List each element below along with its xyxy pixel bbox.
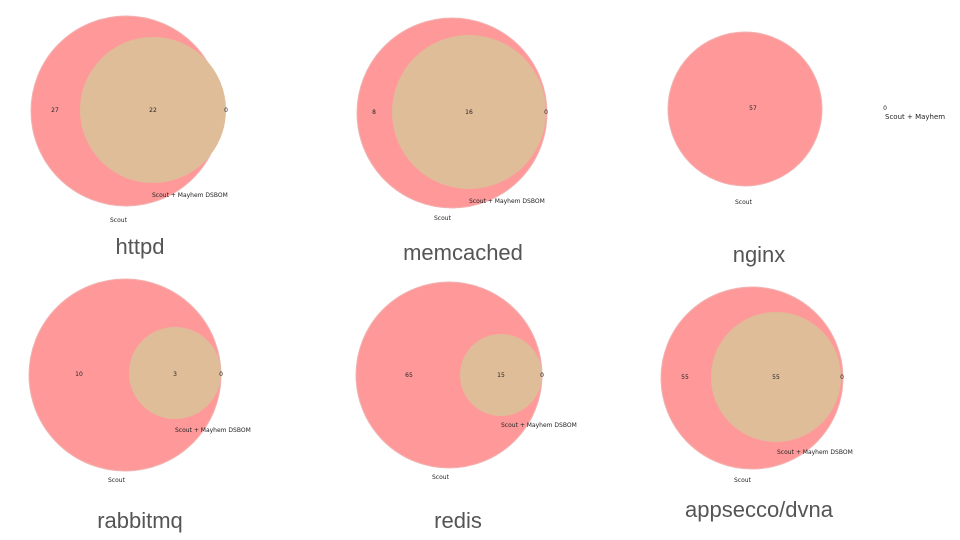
only-a-count: 10 — [75, 371, 83, 378]
overlap-circle — [129, 327, 221, 419]
set-a-label: Scout — [735, 199, 753, 206]
only-a-count: 65 — [405, 372, 413, 379]
only-b-count: 0 — [544, 109, 548, 116]
overlap-circle — [460, 334, 542, 416]
panel-title-rabbitmq: rabbitmq — [97, 508, 183, 533]
only-a-count: 8 — [372, 109, 376, 116]
venn-panel-rabbitmq: 10 3 0 Scout + Mayhem DSBOM Scout — [28, 278, 251, 484]
set-a-circle — [667, 31, 823, 187]
only-b-count: 0 — [883, 105, 887, 112]
only-b-count: 0 — [224, 107, 228, 114]
set-b-label: Scout + Mayhem DSBOM — [469, 198, 545, 205]
venn-panel-redis: 65 15 0 Scout + Mayhem DSBOM Scout — [355, 281, 577, 481]
only-a-count: 27 — [51, 107, 59, 114]
overlap-circle — [711, 312, 841, 442]
panel-title-redis: redis — [434, 508, 482, 533]
set-a-label: Scout — [432, 474, 450, 481]
set-a-label: Scout — [434, 215, 452, 222]
overlap-circle — [80, 37, 226, 183]
set-b-label: Scout + Mayhem DSBOM — [777, 449, 853, 456]
venn-panel-memcached: 8 16 0 Scout + Mayhem DSBOM Scout — [356, 17, 548, 222]
only-b-count: 0 — [540, 372, 544, 379]
venn-panel-httpd: 27 22 0 Scout + Mayhem DSBOM Scout — [30, 15, 228, 224]
overlap-count: 16 — [465, 109, 473, 116]
set-b-label: Scout + Mayhem — [885, 113, 945, 121]
venn-panel-appsecco-dvna: 55 55 0 Scout + Mayhem DSBOM Scout — [660, 286, 853, 484]
set-b-label: Scout + Mayhem DSBOM — [152, 192, 228, 199]
set-a-circle — [28, 278, 222, 472]
only-a-count: 55 — [681, 374, 689, 381]
panel-title-appsecco-dvna: appsecco/dvna — [685, 497, 833, 522]
panel-title-memcached: memcached — [403, 240, 523, 265]
panel-title-httpd: httpd — [115, 234, 165, 259]
overlap-count: 22 — [149, 107, 157, 114]
overlap-count: 3 — [173, 371, 177, 378]
set-b-label: Scout + Mayhem DSBOM — [501, 422, 577, 429]
only-b-count: 0 — [840, 374, 844, 381]
venn-panel-nginx: 57 0 Scout + Mayhem Scout — [667, 31, 945, 206]
only-b-count: 0 — [219, 371, 223, 378]
only-a-count: 57 — [749, 105, 757, 112]
overlap-count: 55 — [772, 374, 780, 381]
panel-title-nginx: nginx — [732, 242, 786, 267]
set-a-label: Scout — [110, 217, 128, 224]
set-a-label: Scout — [108, 477, 126, 484]
set-b-label: Scout + Mayhem DSBOM — [175, 427, 251, 434]
overlap-circle — [392, 35, 546, 189]
overlap-count: 15 — [497, 372, 505, 379]
set-a-label: Scout — [734, 477, 752, 484]
